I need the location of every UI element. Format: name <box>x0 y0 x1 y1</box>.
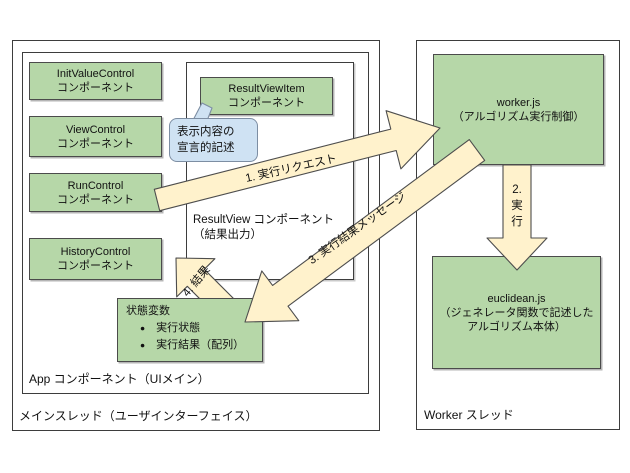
component-box-initvaluecontrol: InitValueControl コンポーネント <box>29 62 162 100</box>
runcontrol-line1: RunControl <box>67 179 124 192</box>
app-component-label: App コンポーネント（UIメイン） <box>29 372 210 386</box>
worker-js-box: worker.js （アルゴリズム実行制御） <box>433 54 604 165</box>
historycontrol-line2: コンポーネント <box>57 260 134 272</box>
initvaluecontrol-line1: InitValueControl <box>56 68 135 80</box>
euclidean-js-box: euclidean.js （ジェネレータ関数で記述した アルゴリズム本体） <box>432 256 601 369</box>
resultviewitem-line2: コンポーネント <box>228 97 305 109</box>
component-box-historycontrol: HistoryControl コンポーネント <box>29 238 162 280</box>
state-variables-box: 状態変数 ● 実行状態 ● 実行結果（配列） <box>117 298 263 362</box>
worker-thread-label: Worker スレッド <box>424 408 514 422</box>
bullet-icon: ● <box>140 340 146 350</box>
resultview-label-line1: ResultView コンポーネント <box>193 214 335 226</box>
state-variables-item-2: ● 実行結果（配列） <box>126 337 254 354</box>
historycontrol-line1: HistoryControl <box>60 246 131 258</box>
worker-js-line2: （アルゴリズム実行制御） <box>452 110 585 123</box>
resultviewitem-box: ResultViewItem コンポーネント <box>200 77 333 115</box>
component-box-viewcontrol: ViewControl コンポーネント <box>29 116 162 157</box>
resultview-label-line2: （結果出力） <box>193 229 262 241</box>
viewcontrol-line2: コンポーネント <box>57 137 134 150</box>
arrow-2-label: 2. 実 行 <box>511 184 523 228</box>
resultviewitem-line1: ResultViewItem <box>228 83 305 95</box>
component-box-runcontrol: RunControl コンポーネント <box>29 173 162 212</box>
state-variables-item-1: ● 実行状態 <box>126 320 254 337</box>
euclidean-js-line3: アルゴリズム本体） <box>467 320 566 333</box>
euclidean-js-line1: euclidean.js <box>487 292 546 305</box>
callout-line1: 表示内容の <box>177 126 235 138</box>
worker-js-line1: worker.js <box>496 96 541 109</box>
runcontrol-line2: コンポーネント <box>57 193 134 206</box>
viewcontrol-line1: ViewControl <box>65 123 126 136</box>
state-variables-title: 状態変数 <box>126 305 170 317</box>
euclidean-js-line2: （ジェネレータ関数で記述した <box>439 306 594 319</box>
bullet-icon: ● <box>140 323 146 333</box>
callout-line2: 宣言的記述 <box>177 142 235 154</box>
initvaluecontrol-line2: コンポーネント <box>57 82 134 94</box>
callout-declarative-description: 表示内容の 宣言的記述 <box>169 118 258 162</box>
resultview-label: ResultView コンポーネント （結果出力） <box>193 213 334 243</box>
main-thread-label: メインスレッド（ユーザインターフェイス） <box>19 409 258 423</box>
